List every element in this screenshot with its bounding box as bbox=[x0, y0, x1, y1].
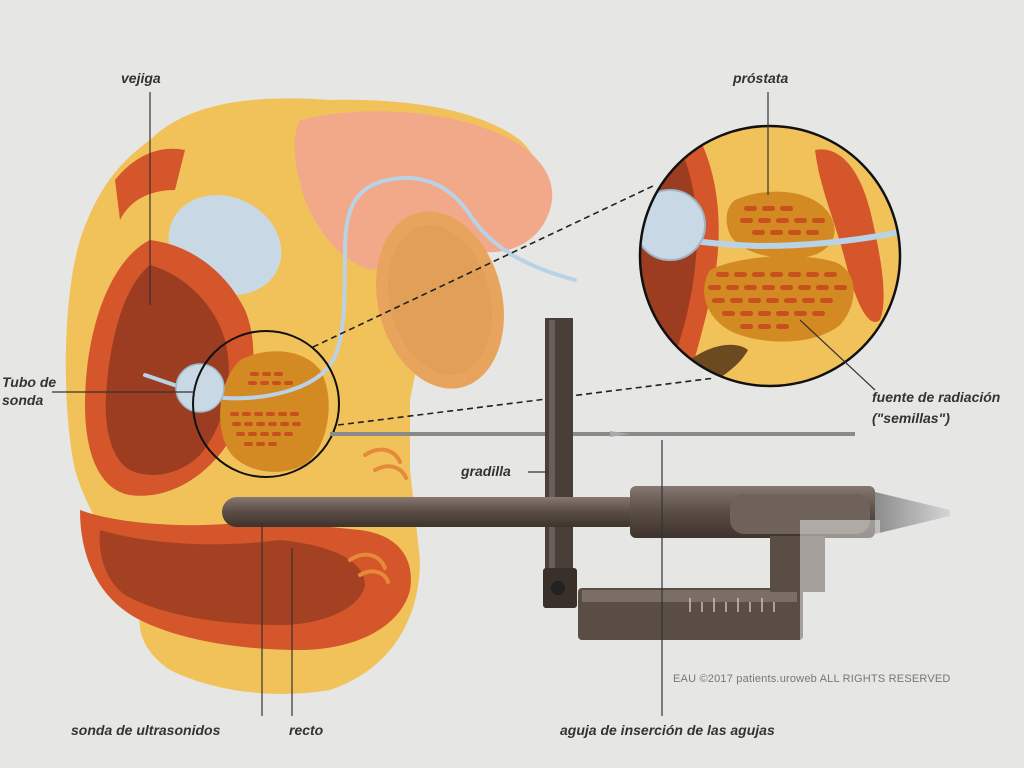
label-template-grid: gradilla bbox=[461, 463, 511, 479]
probe-cable-tip bbox=[875, 492, 950, 534]
label-radiation-source-2: ("semillas") bbox=[872, 410, 950, 426]
zoom-connector-bottom bbox=[337, 377, 716, 426]
penis bbox=[294, 111, 553, 270]
rectum-lumen bbox=[99, 530, 365, 625]
stepper-fade bbox=[800, 520, 880, 650]
testis-inner bbox=[388, 225, 492, 375]
zoom-connector-top bbox=[312, 184, 656, 348]
seeds-inset bbox=[708, 206, 847, 329]
label-bladder: vejiga bbox=[121, 70, 161, 86]
label-ultrasound-probe: sonda de ultrasonidos bbox=[71, 722, 221, 738]
instrument bbox=[222, 318, 950, 650]
prostate-organ bbox=[220, 351, 329, 472]
grid-clamp-knob bbox=[551, 581, 565, 595]
label-probe-tip-2: sonda bbox=[2, 392, 44, 408]
label-rectum: recto bbox=[289, 722, 324, 738]
catheter-tube bbox=[143, 175, 577, 401]
magnified-inset bbox=[640, 126, 900, 386]
ultrasound-probe bbox=[222, 497, 642, 527]
seeds-small bbox=[230, 372, 301, 446]
label-prostate: próstata bbox=[733, 70, 789, 86]
leader-lines bbox=[52, 92, 876, 716]
inset-muscle-right bbox=[815, 149, 884, 322]
label-needle: aguja de inserción de las agujas bbox=[560, 722, 775, 738]
copyright-notice: EAU ©2017 patients.uroweb ALL RIGHTS RES… bbox=[673, 673, 951, 685]
insertion-needle bbox=[330, 432, 855, 436]
inset-balloon bbox=[640, 189, 706, 261]
label-probe-tip-1: Tubo de bbox=[2, 374, 57, 390]
tissue-folds-2 bbox=[348, 552, 390, 584]
pelvis-anatomy bbox=[65, 98, 577, 694]
leader-seeds bbox=[799, 319, 876, 391]
bladder-lumen bbox=[105, 265, 229, 475]
stepper-scale bbox=[689, 598, 775, 612]
inset-prostate-lower bbox=[704, 256, 854, 342]
magnified-inset-border bbox=[638, 124, 902, 388]
tissue-folds bbox=[363, 447, 408, 480]
needle-tip bbox=[610, 431, 630, 437]
grid-post-highlight bbox=[549, 320, 555, 605]
catheter-balloon bbox=[175, 363, 225, 413]
stepper-top bbox=[582, 590, 797, 602]
zoom-region-circle bbox=[192, 330, 340, 478]
label-radiation-source-1: fuente de radiación bbox=[872, 389, 1001, 405]
